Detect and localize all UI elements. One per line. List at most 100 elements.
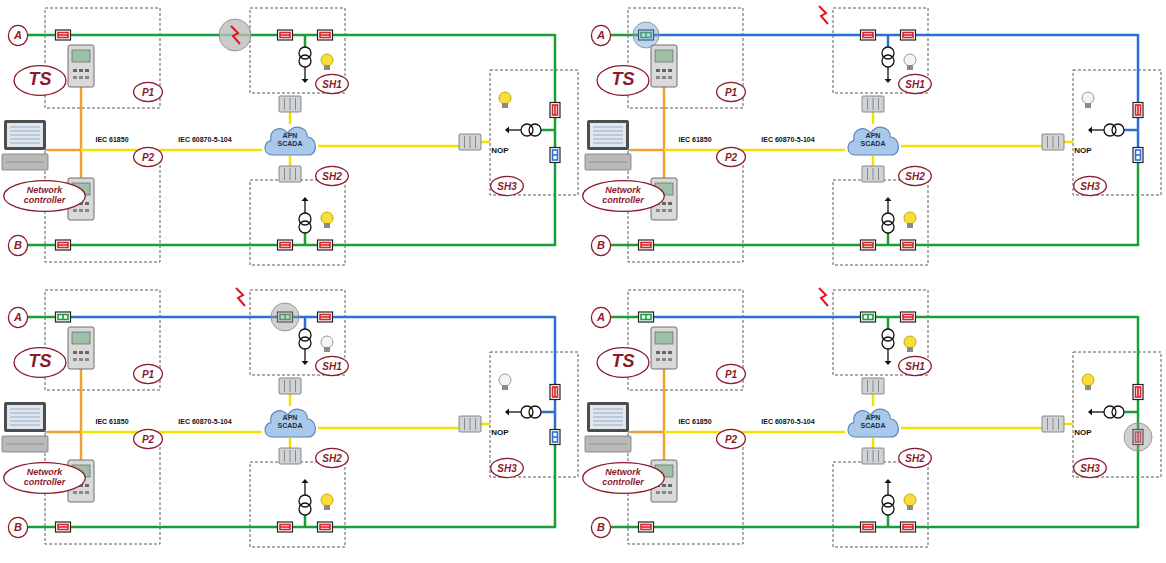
scada-line bbox=[318, 145, 459, 148]
scheme-panel bbox=[585, 6, 1161, 265]
monitor-screen bbox=[590, 405, 626, 429]
tag-text: APN SCADA bbox=[858, 414, 888, 429]
screen-row bbox=[10, 421, 40, 422]
tag-outline bbox=[134, 82, 163, 101]
rtu-module bbox=[290, 380, 291, 392]
feeder-line bbox=[28, 316, 56, 319]
transformer-winding bbox=[882, 495, 894, 507]
highlight-circle bbox=[219, 19, 251, 51]
feeder-tag: A bbox=[591, 307, 611, 328]
substation-frame bbox=[250, 462, 345, 547]
breaker-state bbox=[58, 315, 68, 320]
tag-text: SH3 bbox=[1080, 181, 1099, 192]
tag-text: B bbox=[14, 521, 22, 533]
breaker-contact bbox=[280, 34, 290, 36]
feeder-line bbox=[611, 526, 639, 529]
load-arrow bbox=[1092, 411, 1104, 412]
station-tag: SH1 bbox=[315, 356, 349, 376]
screen-row bbox=[10, 425, 40, 426]
breaker-contact bbox=[554, 387, 556, 397]
tag-text: Network controller bbox=[594, 468, 652, 488]
lamp-on bbox=[321, 54, 333, 66]
protection-relay bbox=[651, 327, 677, 369]
unit-slot bbox=[589, 444, 627, 445]
fault-lightning bbox=[819, 6, 828, 24]
tag-outline bbox=[717, 82, 746, 101]
cloud-outline bbox=[265, 127, 315, 155]
relay-button bbox=[656, 491, 660, 494]
breaker-state bbox=[58, 33, 68, 38]
lamp-base bbox=[907, 223, 913, 228]
station-tag: SH2 bbox=[898, 448, 932, 468]
lamp-on bbox=[904, 336, 916, 348]
rtu-device bbox=[862, 166, 884, 182]
tag-outline bbox=[134, 429, 163, 448]
feeder-tag: A bbox=[8, 25, 28, 46]
breaker-contact bbox=[554, 105, 556, 115]
rtu-module bbox=[284, 98, 285, 110]
breaker-contact bbox=[553, 154, 558, 156]
tag-text: SH1 bbox=[322, 361, 341, 372]
lan-line bbox=[80, 87, 83, 178]
feeder-line bbox=[304, 317, 307, 329]
rtu-module bbox=[867, 380, 868, 392]
breaker-symbol bbox=[278, 240, 293, 250]
breaker-contact bbox=[641, 526, 651, 528]
rtu-module bbox=[470, 418, 471, 430]
feeder-line bbox=[887, 515, 890, 527]
feeder-line bbox=[332, 316, 555, 319]
substation-frame bbox=[250, 8, 345, 93]
breaker-state bbox=[641, 243, 651, 248]
tag-outline bbox=[8, 25, 27, 45]
scada-cloud: APN SCADA bbox=[261, 122, 319, 158]
tag-text: SH2 bbox=[322, 453, 341, 464]
relay-button bbox=[73, 358, 77, 361]
tag-text: APN SCADA bbox=[275, 132, 305, 147]
breaker-state bbox=[863, 525, 873, 530]
feeder-line bbox=[915, 244, 1139, 247]
feeder-line bbox=[304, 35, 307, 47]
load-arrow bbox=[887, 483, 888, 495]
lamp-off bbox=[904, 54, 916, 66]
feeder-line bbox=[1137, 162, 1140, 246]
relay-button bbox=[85, 358, 89, 361]
feeder-tag: A bbox=[591, 25, 611, 46]
tag-outline bbox=[591, 235, 610, 255]
load-arrow bbox=[304, 483, 305, 495]
breaker-state bbox=[58, 243, 68, 248]
tag-text: SH3 bbox=[497, 463, 516, 474]
scada-line bbox=[872, 112, 875, 124]
protocol-label: IEC 61850 bbox=[678, 136, 711, 144]
rtu-module bbox=[284, 450, 285, 462]
lamp-base bbox=[1085, 103, 1091, 108]
rtu-module bbox=[290, 168, 291, 180]
feeder-line bbox=[554, 444, 557, 528]
rtu-module bbox=[878, 168, 879, 180]
monitor bbox=[587, 402, 629, 432]
scheme-panel bbox=[2, 8, 578, 265]
load-arrow-head bbox=[885, 479, 892, 483]
protocol-label: IEC 60870-5-104 bbox=[761, 136, 814, 144]
breaker-contact bbox=[1137, 387, 1139, 397]
feeder-line bbox=[915, 316, 1138, 319]
relay-button bbox=[85, 351, 89, 354]
screen-row bbox=[593, 139, 623, 140]
rtu-module bbox=[1058, 136, 1059, 148]
substation-tag: TS bbox=[596, 65, 650, 96]
monitor-screen bbox=[7, 123, 43, 147]
tag-outline bbox=[316, 166, 349, 185]
protocol-label: IEC 61850 bbox=[678, 418, 711, 426]
unit-slot bbox=[6, 162, 44, 163]
rtu-module bbox=[873, 380, 874, 392]
screen-row bbox=[10, 417, 40, 418]
lamp-base bbox=[502, 385, 508, 390]
breaker-state bbox=[863, 33, 873, 38]
tag-outline bbox=[316, 356, 349, 375]
breaker-symbol bbox=[901, 240, 916, 250]
relay-button bbox=[662, 351, 666, 354]
controller-unit bbox=[585, 154, 631, 170]
relay-button bbox=[85, 484, 89, 487]
breaker-state bbox=[903, 315, 913, 320]
breaker-symbol bbox=[639, 240, 654, 250]
